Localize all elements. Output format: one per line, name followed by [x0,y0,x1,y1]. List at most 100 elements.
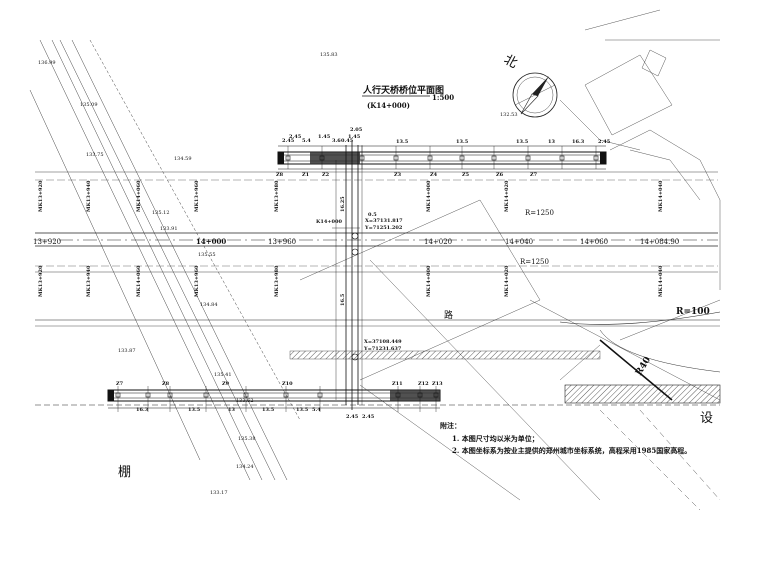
station-marker-upper: MK14+000 [426,180,432,212]
pier-label-top: Z6 [496,172,504,178]
dim-top-right: 13.5 [456,139,469,145]
hatched-median [289,350,601,360]
road-lines [35,171,721,406]
dim-top-left: 2.45 [289,134,302,140]
road-label: 路 [444,309,453,321]
spot-elevation: 135.83 [320,52,338,58]
coord-bottom-x: X=37108.449 [364,339,402,345]
vdim-2: 16.5 [340,293,346,306]
station-marker-upper: MK13+980 [274,180,280,212]
dim-bottom: 13 [228,407,235,413]
curb-radius-line [599,339,673,401]
coord-top-x: X=37131.817 [365,218,403,224]
notes-heading: 附注： [440,421,461,430]
left-diagonal-lines [29,39,301,481]
station-14084: 14+084.90 [640,238,679,246]
pier-label-bottom: Z11 [392,381,403,387]
station-marker-lower: MK13+960 [194,265,200,297]
title-block: 人行天桥桥位平面图 1:500 (K14+000) [362,84,454,110]
spot-elevation: 133.62 [236,398,254,404]
dim-bottom: 13.5 [262,407,275,413]
radius-label-1: R=1250 [525,209,554,217]
pier-label-top: Z5 [462,172,470,178]
bridge-station-label: K14+000 [316,219,342,225]
bottom-bridge-beam [107,389,441,409]
station-14060: 14+060 [580,238,608,246]
dim-top-left: 1.45 [348,134,361,140]
station-labels: 13+920 13+960 14+000 14+020 14+040 14+06… [33,237,679,246]
dim-bottom: 5.4 [312,407,321,413]
station-markers: MK13+920MK13+920MK13+940MK13+940MK13+960… [38,180,664,297]
dim-top-right: 13 [548,139,555,145]
spot-elevation: 133.17 [210,490,228,496]
dim-top-right: 16.3 [572,139,585,145]
station-marker-lower: MK14+060 [136,265,142,297]
station-13960: 13+960 [268,238,296,246]
side-label: 设 [700,411,713,426]
gap-dim: 2.45 [346,414,359,420]
station-marker-lower: MK13+920 [38,265,44,297]
station-marker-upper: MK14+060 [136,180,142,212]
north-label: 北 [501,52,520,71]
station-marker-lower: MK13+940 [86,265,92,297]
drawing-title: 人行天桥桥位平面图 [362,84,444,96]
radius-label-2: R=1250 [520,258,549,266]
pier-label-bottom: Z13 [432,381,443,387]
spot-elevations: 136.99135.09133.75134.59135.12133.91135.… [38,52,518,496]
dim-bottom: 13.5 [296,407,309,413]
spot-elevation: 135.55 [198,252,216,258]
station-marker-lower: MK13+980 [274,265,280,297]
dim-top-right: 2.45 [598,139,611,145]
station-14000: 14+000 [196,237,226,246]
pier-label-top: Z2 [322,172,330,178]
spot-elevation: 132.53 [500,112,518,118]
coord-top-y: Y=71251.202 [364,225,403,231]
station-marker-upper: MK13+960 [194,180,200,212]
station-marker-lower: MK14+040 [658,265,664,297]
dim-top-right: 13.5 [516,139,529,145]
spot-elevation: 134.59 [174,156,192,162]
station-14020: 14+020 [424,238,452,246]
station-marker-lower: MK14+020 [504,265,510,297]
drawing-scale: 1:500 [432,93,454,102]
spot-elevation: 135.41 [214,372,232,378]
dim-top-left: 0.45 [341,138,354,144]
station-14040: 14+040 [505,238,533,246]
station-13920: 13+920 [33,238,61,246]
note-1: 1. 本图尺寸均以米为单位； [452,434,539,443]
hatched-curb-zone [564,384,721,404]
dim-bottom: 13.5 [188,407,201,413]
spot-elevation: 133.75 [86,152,104,158]
dim-bottom: 16.3 [136,407,149,413]
coordinates-bottom: X=37108.449 Y=71231.637 [363,339,402,352]
vertical-span [332,140,363,410]
station-marker-upper: MK14+020 [504,180,510,212]
spot-elevation: 135.38 [238,436,256,442]
pier-label-bottom: Z10 [282,381,293,387]
coordinates-top: X=37131.817 Y=71251.202 [364,218,403,231]
pier-label-bottom: Z8 [162,381,170,387]
station-marker-upper: MK14+040 [658,180,664,212]
pier-label-top: Z7 [530,172,538,178]
vdim-3: 0.5 [368,212,377,218]
spot-elevation: 134.84 [200,302,218,308]
top-bridge-beam [277,145,607,170]
dim-top-left: 2.05 [350,127,363,133]
pier-label-top: Z8 [276,172,284,178]
dim-top-right: 13.5 [396,139,409,145]
station-marker-upper: MK13+940 [86,180,92,212]
pier-label-bottom: Z12 [418,381,429,387]
vdim-1: 16.25 [340,196,346,212]
notes-block: 附注： 1. 本图尺寸均以米为单位； 2. 本图坐标系为按业主提供的郑州城市坐标… [440,421,691,455]
dim-top-left: 3.6 [332,138,341,144]
spot-elevation: 133.87 [118,348,136,354]
station-label: (K14+000) [367,101,410,110]
spot-elevation: 133.91 [160,226,178,232]
coord-bottom-y: Y=71231.637 [363,346,402,352]
north-arrow: 北 [501,52,558,118]
